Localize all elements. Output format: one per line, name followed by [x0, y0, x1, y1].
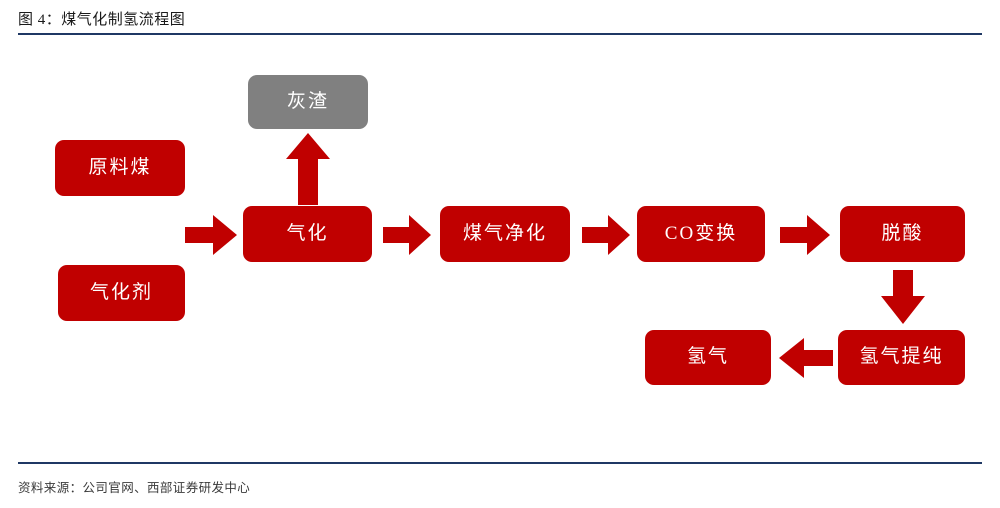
arrow-right-co-shift-to-deacidification [780, 215, 830, 255]
arrow-left-hydrogen-purify-to-hydrogen [779, 338, 833, 378]
flow-node-label: 气化 [286, 222, 329, 244]
flowchart-canvas: 灰渣 原料煤 气化剂 气化 煤气净化 CO变换 脱酸 氢气提纯 氢气 [0, 36, 1000, 460]
title-divider [18, 33, 982, 35]
flow-node-label: 脱酸 [881, 222, 924, 244]
flow-node-label: 气化剂 [89, 281, 153, 303]
flow-node-co-shift[interactable]: CO变换 [637, 206, 765, 262]
arrow-right-gasification-to-purification [383, 215, 431, 255]
source-divider [18, 462, 982, 464]
flow-node-label: 煤气净化 [462, 222, 547, 244]
flow-node-label: CO变换 [664, 222, 738, 244]
figure-source: 资料来源：公司官网、西部证券研发中心 [18, 481, 251, 495]
flow-node-ash-slag[interactable]: 灰渣 [248, 75, 368, 129]
flow-node-hydrogen[interactable]: 氢气 [645, 330, 771, 385]
flow-node-deacidification[interactable]: 脱酸 [840, 206, 965, 262]
flow-node-label: 灰渣 [286, 90, 329, 112]
flow-node-gas-purification[interactable]: 煤气净化 [440, 206, 570, 262]
arrow-up-gasification-to-ash-slag [286, 133, 330, 205]
flow-node-hydrogen-purify[interactable]: 氢气提纯 [838, 330, 965, 385]
figure-title: 图 4：煤气化制氢流程图 [18, 12, 186, 28]
flow-node-raw-coal[interactable]: 原料煤 [55, 140, 185, 196]
flow-node-label: 原料煤 [88, 156, 152, 178]
arrow-right-inputs-to-gasification [185, 215, 237, 255]
flow-node-gasification[interactable]: 气化 [243, 206, 372, 262]
flow-node-gasifying-agent[interactable]: 气化剂 [58, 265, 185, 321]
flow-node-label: 氢气提纯 [859, 346, 944, 368]
arrow-right-purification-to-co-shift [582, 215, 630, 255]
arrow-down-deacidification-to-hydrogen-purify [881, 270, 925, 324]
flow-node-label: 氢气 [686, 346, 729, 368]
